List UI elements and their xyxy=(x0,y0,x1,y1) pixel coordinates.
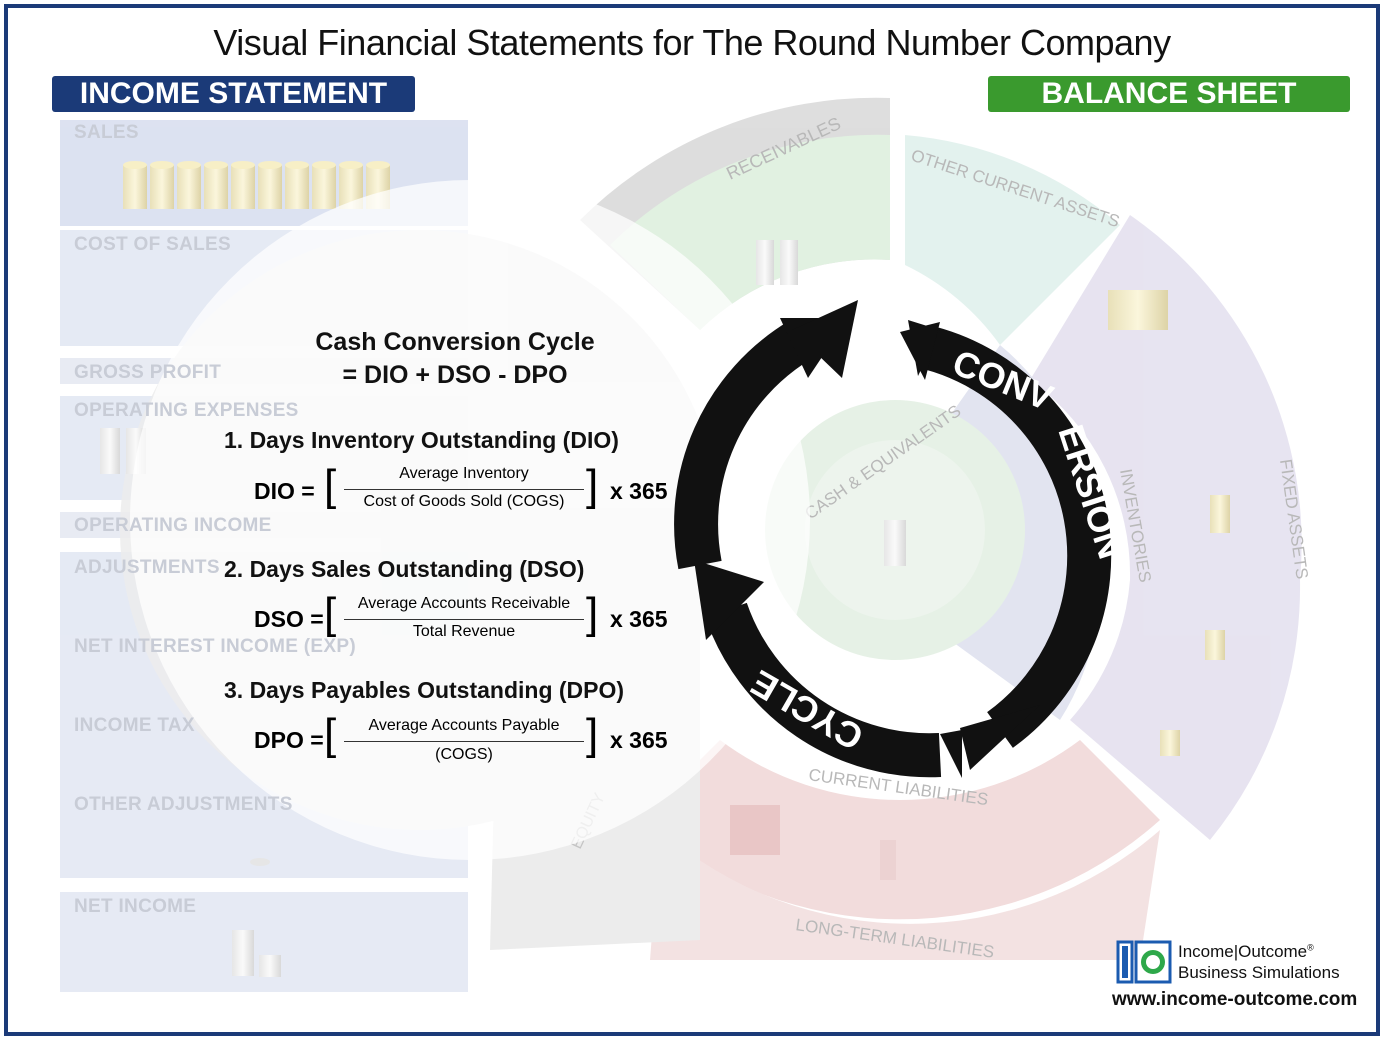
formula-backdrop xyxy=(130,180,810,860)
sales-label: SALES xyxy=(74,122,139,143)
ccc-title-line1: Cash Conversion Cycle xyxy=(315,328,595,356)
dpo-fraction-bar xyxy=(344,741,584,742)
website-link[interactable]: www.income-outcome.com xyxy=(1112,989,1358,1010)
logo-line2: Business Simulations xyxy=(1178,963,1340,982)
other-adjustments-label: OTHER ADJUSTMENTS xyxy=(74,794,293,815)
gross-profit-label: GROSS PROFIT xyxy=(74,362,222,383)
cost-of-sales-label: COST OF SALES xyxy=(74,234,231,255)
adjustments-label: ADJUSTMENTS xyxy=(74,557,220,578)
dso-bracket-right: ] xyxy=(586,589,599,638)
operating-expenses-label: OPERATING EXPENSES xyxy=(74,400,299,421)
income-outcome-logo-icon xyxy=(1116,940,1172,984)
dio-heading: 1. Days Inventory Outstanding (DIO) xyxy=(224,427,619,453)
balance-sheet-tab[interactable]: BALANCE SHEET xyxy=(988,76,1350,112)
dio-numerator: Average Inventory xyxy=(399,465,529,482)
dio-denominator: Cost of Goods Sold (COGS) xyxy=(363,493,565,510)
ccc-formula-title: Cash Conversion Cycle = DIO + DSO - DPO xyxy=(250,326,660,392)
dpo-bracket-left: [ xyxy=(324,710,337,759)
dio-fraction-bar xyxy=(344,489,584,490)
conversion-arrowhead xyxy=(960,705,1040,770)
dso-multiplier: x 365 xyxy=(610,606,668,632)
dpo-bracket-right: ] xyxy=(586,710,599,759)
cycle-arrowhead xyxy=(694,560,764,640)
dpo-denominator: (COGS) xyxy=(435,746,493,763)
dpo-label: DPO = xyxy=(254,727,324,753)
dso-denominator: Total Revenue xyxy=(412,623,516,640)
income-tax-label: INCOME TAX xyxy=(74,715,195,736)
income-statement-tab[interactable]: INCOME STATEMENT xyxy=(52,76,415,112)
wheel-cylinders xyxy=(100,240,1230,977)
dio-label: DIO = xyxy=(254,478,315,504)
dpo-multiplier: x 365 xyxy=(610,727,668,753)
dio-bracket-left: [ xyxy=(324,461,337,510)
dio-bracket-right: ] xyxy=(586,461,599,510)
page-title: Visual Financial Statements for The Roun… xyxy=(213,22,1171,63)
ccc-title-line2: = DIO + DSO - DPO xyxy=(342,361,568,389)
dio-multiplier: x 365 xyxy=(610,478,668,504)
dso-numerator: Average Accounts Receivable xyxy=(357,595,571,612)
cash-conversion-cycle-arrows xyxy=(674,300,1112,778)
dpo-heading: 3. Days Payables Outstanding (DPO) xyxy=(224,677,625,703)
dpo-numerator: Average Accounts Payable xyxy=(368,717,560,734)
dso-fraction-bar xyxy=(344,619,584,620)
dso-heading: 2. Days Sales Outstanding (DSO) xyxy=(224,556,585,582)
cycle-word: CYCLE xyxy=(744,662,870,759)
logo-line1: Income|Outcome® xyxy=(1178,942,1314,961)
dso-label: DSO = xyxy=(254,606,324,632)
operating-income-label: OPERATING INCOME xyxy=(74,515,272,536)
net-interest-label: NET INTEREST INCOME (EXP) xyxy=(74,636,356,657)
net-income-label: NET INCOME xyxy=(74,896,197,917)
cash-arrowhead xyxy=(792,300,858,378)
dso-bracket-left: [ xyxy=(324,589,337,638)
